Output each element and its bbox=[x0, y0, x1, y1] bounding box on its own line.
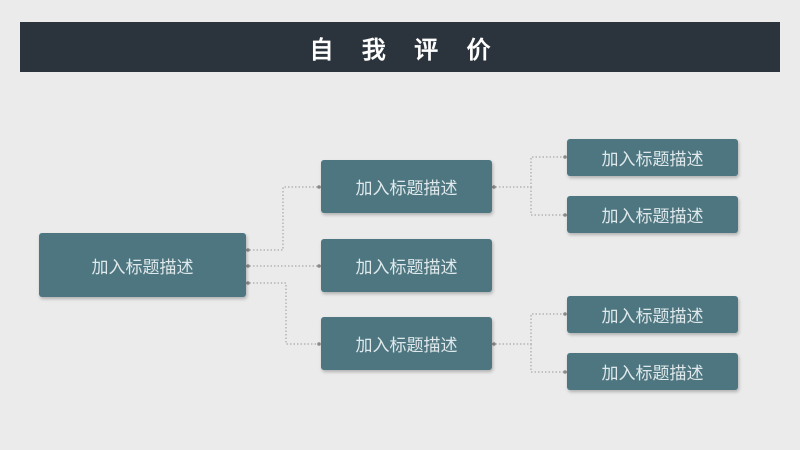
level2-node-4-label: 加入标题描述 bbox=[601, 364, 704, 384]
level1-node-1-label: 加入标题描述 bbox=[355, 179, 458, 199]
level2-node-3: 加入标题描述 bbox=[567, 296, 738, 333]
level2-node-2: 加入标题描述 bbox=[567, 196, 738, 233]
connector-node-1-to-leaf-1 bbox=[492, 156, 567, 188]
connector-node-3-to-leaf-4 bbox=[530, 344, 567, 373]
level1-node-2-label: 加入标题描述 bbox=[355, 258, 458, 278]
connector-dot bbox=[492, 342, 496, 346]
root-node: 加入标题描述 bbox=[39, 233, 246, 297]
connector-dot bbox=[492, 185, 496, 189]
connector-dot bbox=[317, 185, 321, 189]
connector-node-1-to-leaf-2 bbox=[530, 187, 567, 216]
level1-node-3-label: 加入标题描述 bbox=[355, 336, 458, 356]
connector-dot bbox=[317, 264, 321, 268]
connector-root-to-node-1 bbox=[246, 186, 321, 251]
connector-dot bbox=[563, 213, 567, 217]
title-bar: 自 我 评 价 bbox=[20, 22, 780, 72]
root-node-label: 加入标题描述 bbox=[91, 257, 194, 278]
page-title: 自 我 评 价 bbox=[309, 35, 501, 64]
connector-dot bbox=[563, 312, 567, 316]
level1-node-2: 加入标题描述 bbox=[321, 239, 492, 292]
connector-root-to-node-3 bbox=[246, 282, 321, 345]
level2-node-2-label: 加入标题描述 bbox=[601, 207, 704, 227]
level1-node-3: 加入标题描述 bbox=[321, 317, 492, 370]
connector-dot bbox=[563, 370, 567, 374]
level2-node-1: 加入标题描述 bbox=[567, 139, 738, 176]
level1-node-1: 加入标题描述 bbox=[321, 160, 492, 213]
connector-node-3-to-leaf-3 bbox=[492, 313, 567, 345]
level2-node-1-label: 加入标题描述 bbox=[601, 150, 704, 170]
level2-node-4: 加入标题描述 bbox=[567, 353, 738, 390]
connector-dot bbox=[563, 155, 567, 159]
connector-dot bbox=[317, 342, 321, 346]
connector-dot bbox=[246, 248, 250, 252]
level2-node-3-label: 加入标题描述 bbox=[601, 307, 704, 327]
connector-dot bbox=[246, 264, 250, 268]
connector-dot bbox=[246, 281, 250, 285]
